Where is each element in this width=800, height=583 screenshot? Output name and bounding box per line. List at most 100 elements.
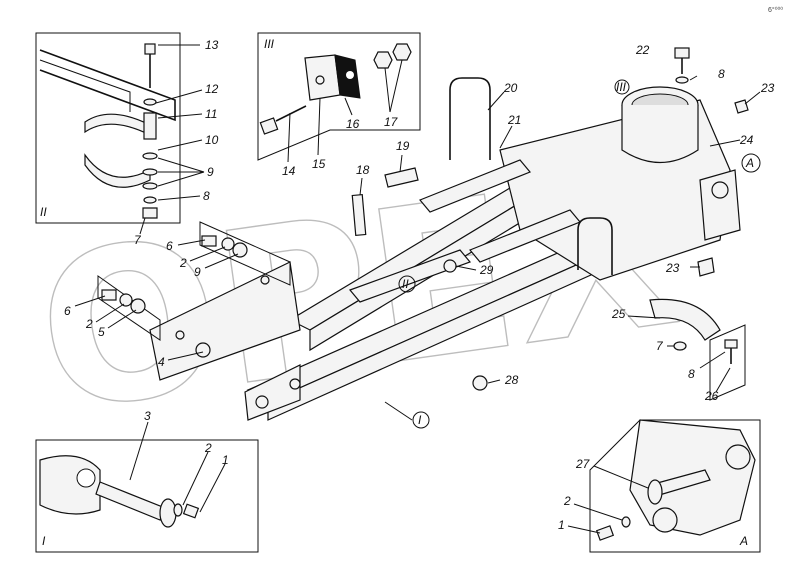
- callout-ii: II: [402, 277, 409, 291]
- bolt-23-top: [734, 99, 749, 114]
- leader-2c: [182, 451, 209, 506]
- panel-ii-frame: [35, 32, 181, 224]
- callout-21: 21: [507, 113, 521, 127]
- bolt-22-head: [674, 47, 690, 59]
- leader-9b2: [204, 253, 239, 269]
- leader-20: [487, 91, 505, 111]
- callout-16: 16: [346, 117, 360, 131]
- bolt-14-shank: [275, 105, 307, 122]
- callout-a: A: [745, 156, 754, 170]
- leader-24: [709, 139, 741, 147]
- leader-17a: [384, 67, 391, 113]
- front-lower-plate-hole: [255, 395, 269, 409]
- leader-14: [287, 112, 291, 163]
- panel-iii-frame: [257, 32, 421, 161]
- callout-6b: 6: [64, 304, 71, 318]
- callout-5: 5: [98, 325, 105, 339]
- leader-3: [129, 421, 149, 481]
- callout-10: 10: [205, 133, 219, 147]
- washer-8: [143, 196, 157, 204]
- bolt-6-upper: [201, 235, 217, 247]
- callout-iii: III: [616, 80, 627, 94]
- bearing-housing-body: [621, 105, 699, 164]
- callout-19: 19: [396, 139, 410, 153]
- panel-a-eye-upper: [725, 444, 751, 470]
- washer-2-upper: [221, 237, 235, 251]
- callout-6a: 6: [166, 239, 173, 253]
- callout-29: 29: [479, 263, 494, 277]
- panel-iii: [257, 32, 421, 163]
- callout-4: 4: [158, 355, 165, 369]
- leader-15: [317, 97, 321, 156]
- washer-9-c: [142, 182, 158, 190]
- bracket-25-group: [627, 298, 746, 401]
- callout-9b: 9: [194, 265, 201, 279]
- panel-ii-beam-edge: [39, 59, 131, 112]
- leader-8a: [157, 195, 201, 201]
- front-lower-plate-hole-b: [289, 378, 301, 390]
- front-bracket-bushing: [195, 342, 211, 358]
- callout-2b: 2: [85, 317, 93, 331]
- callout-2c: 2: [204, 441, 212, 455]
- leader-11: [157, 113, 203, 119]
- clamp-upper: [84, 113, 151, 136]
- panel-i-frame: [35, 439, 259, 553]
- key-19: [384, 167, 419, 188]
- panel-ii-beam: [39, 49, 176, 122]
- callout-12: 12: [205, 82, 219, 96]
- leader-1b: [567, 525, 601, 534]
- leader-7a: [139, 217, 146, 235]
- callout-11: 11: [205, 107, 217, 121]
- pin-3: [95, 481, 166, 521]
- front-bracket-hole-b: [260, 275, 270, 285]
- leader-16: [344, 97, 353, 116]
- callout-1b: 1: [558, 518, 565, 532]
- bracket-25: [649, 298, 721, 341]
- view-ii-marker-circle: [398, 275, 416, 293]
- bolt-6-lower: [101, 289, 117, 301]
- leader-2b: [95, 303, 125, 323]
- washer-2-a: [621, 516, 631, 528]
- view-iii-marker-circle: [614, 79, 630, 95]
- washer-8-top: [675, 76, 689, 84]
- leader-17b: [389, 59, 403, 113]
- panel-i-lug-hole: [76, 468, 96, 488]
- callout-25: 25: [611, 307, 626, 321]
- u-bolt-20: [449, 77, 491, 160]
- callout-15: 15: [312, 157, 326, 171]
- panel-iii-label: III: [264, 37, 275, 51]
- bolt-14-head: [259, 117, 279, 135]
- nut-29: [443, 259, 457, 273]
- callout-7a: 7: [134, 233, 142, 247]
- bracket-26-plate: [709, 324, 746, 401]
- leader-9a: [157, 157, 205, 173]
- front-bracket-hole-a: [175, 330, 185, 340]
- leader-8b: [689, 75, 698, 81]
- front-bracket: [149, 261, 301, 381]
- pin-3-flange: [159, 498, 177, 528]
- left-fasteners: [74, 221, 291, 361]
- washer-9-b: [142, 168, 158, 176]
- nut-17-b: [392, 43, 412, 61]
- washer-9-upper: [232, 242, 248, 258]
- callout-18: 18: [356, 163, 370, 177]
- pivot-bracket-a-eye: [711, 181, 729, 199]
- leader-12: [155, 89, 203, 104]
- block-16-hole: [346, 71, 354, 79]
- panel-a: [567, 419, 761, 553]
- leader-29: [455, 265, 477, 271]
- washer-7-right: [673, 341, 687, 351]
- leader-4: [167, 351, 204, 361]
- panel-ii-label: II: [40, 205, 47, 219]
- leader-6a: [177, 239, 206, 246]
- callout-28: 28: [504, 373, 519, 387]
- leader-1a: [199, 463, 226, 513]
- panel-a-label: A: [739, 534, 748, 548]
- callout-2a: 2: [179, 256, 187, 270]
- bolt-23-bottom: [697, 257, 715, 277]
- labels: II III I A 13 12 11 10 9 8 7 14 15 16 17…: [40, 37, 775, 548]
- leader-5: [107, 309, 137, 329]
- leader-6b: [74, 295, 106, 307]
- clamp-lower: [84, 153, 151, 188]
